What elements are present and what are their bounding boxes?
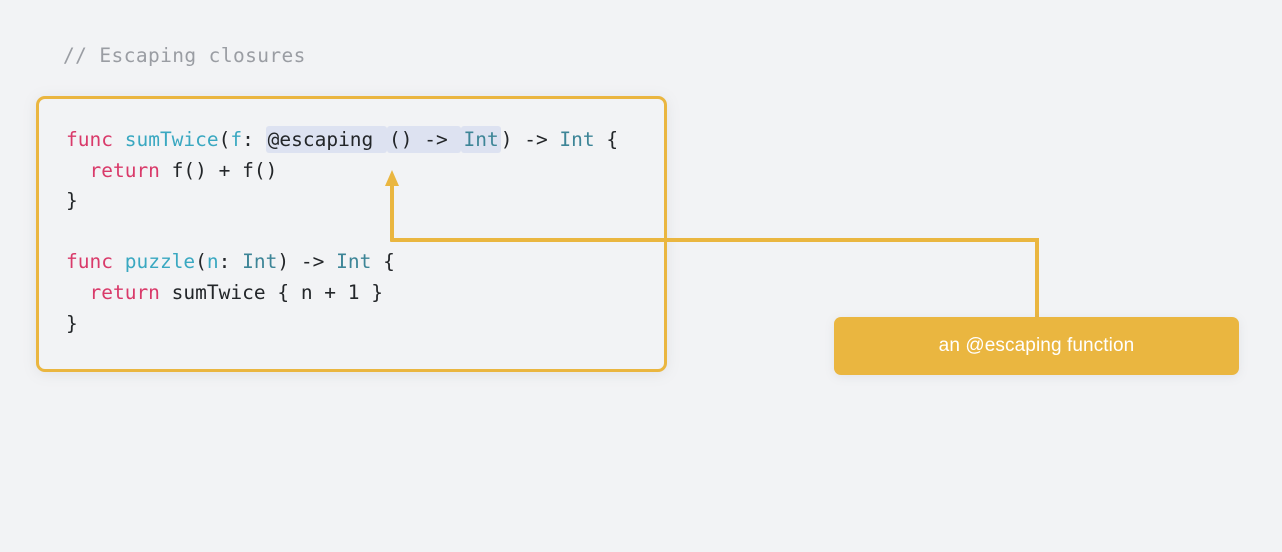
code-token: func — [66, 128, 113, 151]
code-token — [113, 128, 125, 151]
code-token: f() + f() — [159, 158, 278, 182]
code-lines: func sumTwice(f: @escaping () -> Int) ->… — [66, 125, 618, 339]
code-token: ( — [195, 250, 207, 274]
code-token: n — [206, 250, 219, 274]
connector-vertical-up — [390, 183, 394, 241]
code-token: { — [371, 250, 395, 274]
code-block-container: func sumTwice(f: @escaping () -> Int) ->… — [36, 96, 667, 372]
code-token: sumTwice { n + 1 } — [159, 280, 383, 304]
code-token: ) -> — [500, 128, 560, 151]
code-token-highlighted: Int — [461, 126, 501, 153]
code-line: func sumTwice(f: @escaping () -> Int) ->… — [66, 125, 618, 156]
arrow-up-icon — [385, 170, 399, 186]
annotation-callout: an @escaping function — [834, 317, 1239, 375]
connector-vertical-down — [1035, 238, 1039, 320]
code-line: return sumTwice { n + 1 } — [66, 278, 618, 309]
annotation-label: an @escaping function — [938, 335, 1135, 356]
code-token — [113, 250, 125, 273]
code-token: f — [230, 128, 243, 151]
code-token: return — [89, 280, 160, 304]
code-token: : — [242, 128, 266, 151]
code-line: } — [66, 186, 618, 217]
code-token-highlighted: @escaping — [265, 126, 388, 153]
code-token: } — [66, 189, 78, 213]
code-line: return f() + f() — [66, 156, 618, 187]
code-token — [66, 281, 89, 304]
code-token-highlighted: () -> — [387, 126, 462, 153]
code-token: ) -> — [277, 250, 337, 274]
code-token: puzzle — [124, 250, 196, 274]
code-token: return — [89, 158, 160, 182]
code-line: } — [66, 309, 618, 340]
code-token: Int — [336, 250, 372, 274]
code-line — [66, 217, 618, 248]
code-token: func — [66, 250, 113, 274]
code-token: } — [66, 311, 78, 335]
connector-horizontal — [390, 238, 1039, 242]
code-line: func puzzle(n: Int) -> Int { — [66, 247, 618, 278]
code-token: Int — [559, 128, 595, 151]
code-token: : — [218, 250, 243, 274]
code-comment: // Escaping closures — [63, 44, 306, 67]
code-token: ( — [218, 128, 231, 151]
code-token: { — [594, 128, 619, 151]
code-token: Int — [242, 250, 278, 274]
code-token — [66, 159, 89, 182]
code-token: sumTwice — [124, 128, 219, 151]
